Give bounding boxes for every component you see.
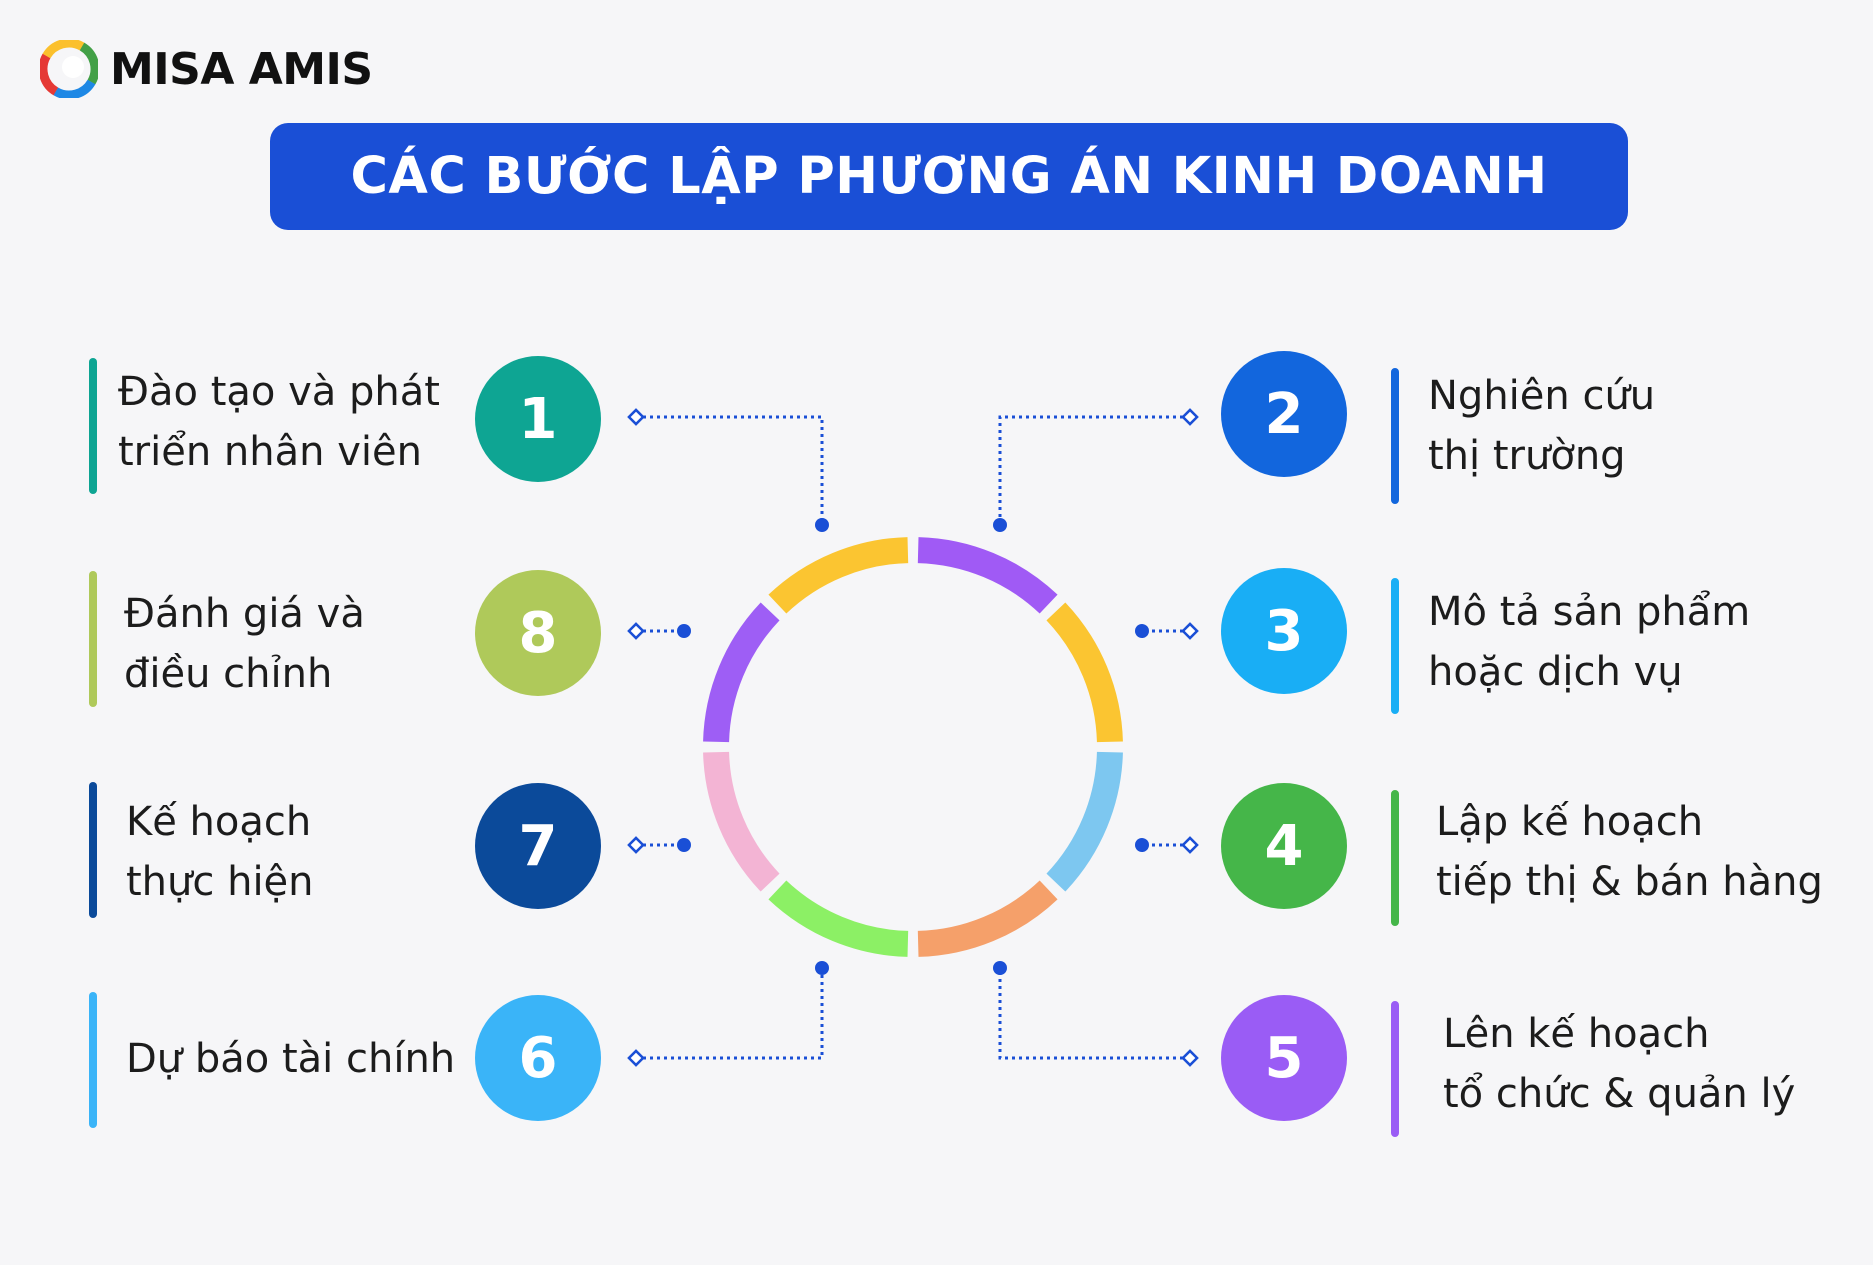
connector-line-1 bbox=[636, 415, 824, 525]
step-5-label: Lên kế hoạch tổ chức & quản lý bbox=[1443, 1011, 1796, 1117]
step-5-accent-bar bbox=[1391, 1001, 1399, 1137]
connector-diamond-2 bbox=[1181, 408, 1199, 426]
step-3-accent-bar bbox=[1391, 578, 1399, 714]
step-3-number: 3 bbox=[1221, 568, 1347, 694]
step-4-accent-bar bbox=[1391, 790, 1399, 926]
step-7-label: Kế hoạch thực hiện bbox=[126, 799, 314, 905]
ring-segment-5 bbox=[768, 880, 909, 957]
connector-diamond-4 bbox=[1181, 836, 1199, 854]
step-8-label: Đánh giá và điều chỉnh bbox=[124, 591, 365, 697]
title-banner: CÁC BƯỚC LẬP PHƯƠNG ÁN KINH DOANH bbox=[270, 123, 1628, 230]
connector-diamond-7 bbox=[627, 836, 645, 854]
step-7-number: 7 bbox=[475, 783, 601, 909]
step-2-number: 2 bbox=[1221, 351, 1347, 477]
step-1-number: 1 bbox=[475, 356, 601, 482]
misa-amis-logo-icon bbox=[40, 40, 98, 98]
step-7-accent-bar bbox=[89, 782, 97, 918]
connector-dot-5 bbox=[993, 961, 1007, 975]
connector-diamond-6 bbox=[627, 1049, 645, 1067]
step-6-number: 6 bbox=[475, 995, 601, 1121]
connector-diamond-1 bbox=[627, 408, 645, 426]
brand-logo: MISA AMIS bbox=[40, 40, 373, 98]
connector-dot-7 bbox=[677, 838, 691, 852]
connector-diamond-8 bbox=[627, 622, 645, 640]
brand-name: MISA AMIS bbox=[110, 43, 373, 95]
center-ring bbox=[703, 537, 1123, 957]
connector-dot-3 bbox=[1135, 624, 1149, 638]
ring-segment-1 bbox=[917, 537, 1058, 614]
ring-segment-8 bbox=[768, 537, 909, 614]
step-1-accent-bar bbox=[89, 358, 97, 494]
ring-segment-4 bbox=[917, 880, 1058, 957]
connector-line-5 bbox=[998, 968, 1190, 1060]
step-3-label: Mô tả sản phẩm hoặc dịch vụ bbox=[1428, 589, 1751, 695]
ring-segment-6 bbox=[703, 751, 780, 892]
step-2-label: Nghiên cứu thị trường bbox=[1428, 373, 1656, 479]
connector-dot-6 bbox=[815, 961, 829, 975]
connector-line-6 bbox=[636, 968, 824, 1060]
connector-diamond-5 bbox=[1181, 1049, 1199, 1067]
ring-segment-2 bbox=[1046, 602, 1123, 743]
page-title: CÁC BƯỚC LẬP PHƯƠNG ÁN KINH DOANH bbox=[350, 147, 1548, 206]
connector-line-2 bbox=[998, 415, 1190, 525]
step-6-label: Dự báo tài chính bbox=[126, 1036, 456, 1082]
connector-dot-1 bbox=[815, 518, 829, 532]
connectors bbox=[627, 408, 1199, 1067]
connector-dot-8 bbox=[677, 624, 691, 638]
step-5-number: 5 bbox=[1221, 995, 1347, 1121]
connector-dot-2 bbox=[993, 518, 1007, 532]
step-6-accent-bar bbox=[89, 992, 97, 1128]
connector-diamond-3 bbox=[1181, 622, 1199, 640]
step-1-label: Đào tạo và phát triển nhân viên bbox=[118, 369, 440, 475]
step-8-accent-bar bbox=[89, 571, 97, 707]
step-2-accent-bar bbox=[1391, 368, 1399, 504]
step-4-number: 4 bbox=[1221, 783, 1347, 909]
ring-segment-3 bbox=[1046, 751, 1123, 892]
step-8-number: 8 bbox=[475, 570, 601, 696]
step-4-label: Lập kế hoạch tiếp thị & bán hàng bbox=[1436, 799, 1823, 905]
connector-dot-4 bbox=[1135, 838, 1149, 852]
ring-segment-7 bbox=[703, 602, 780, 743]
